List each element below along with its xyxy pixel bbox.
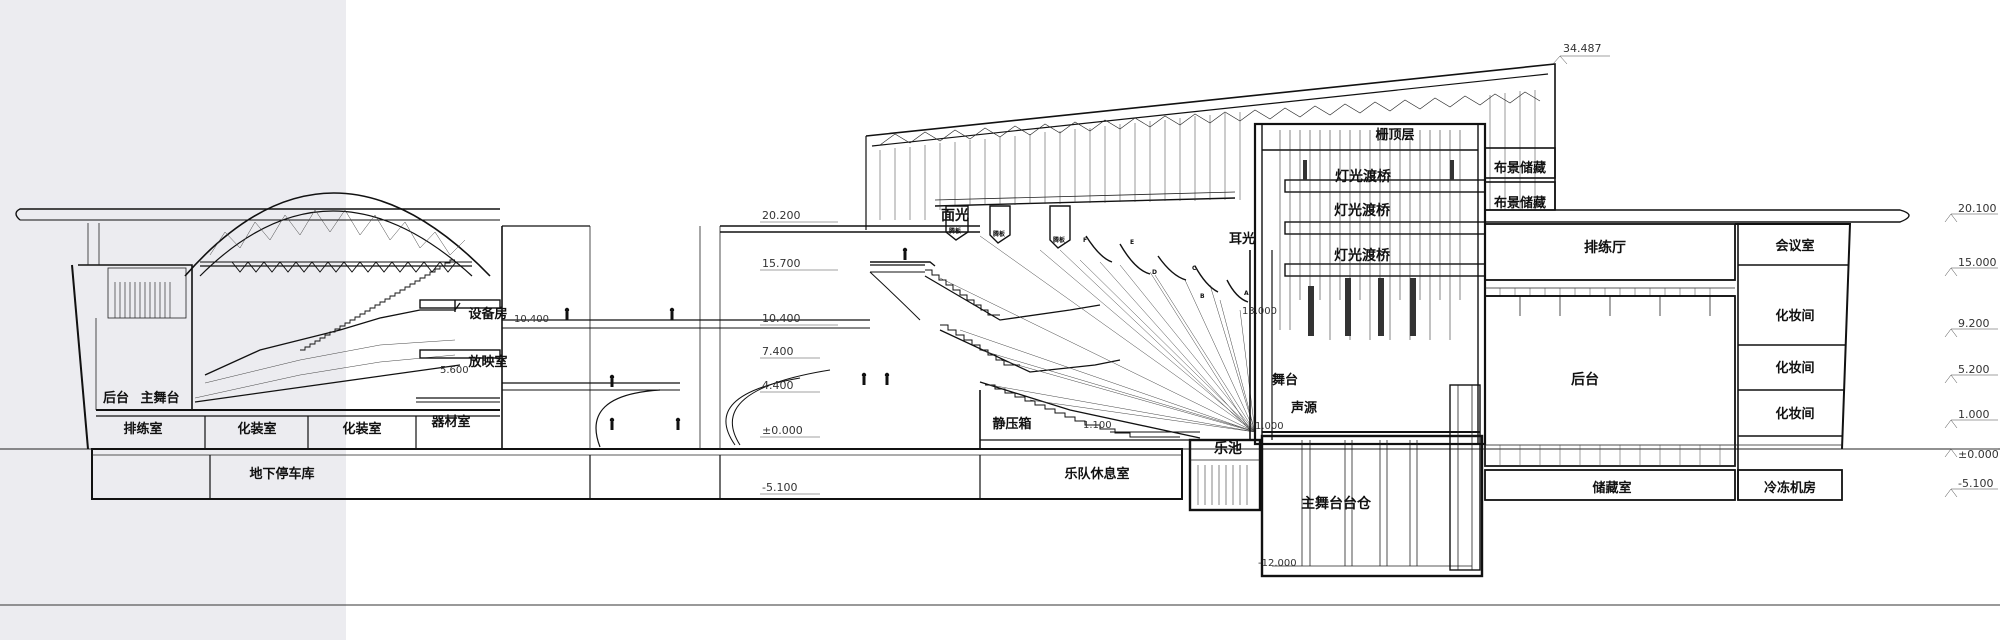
label-light-bridge-2: 灯光渡桥 [1334, 202, 1391, 219]
label-light-bridge-3: 灯光渡桥 [1334, 247, 1391, 264]
elev-inner-5: 5.600 [440, 365, 469, 376]
tag-t1: 腾板 [948, 227, 962, 235]
elev-left-0: ±0.000 [762, 424, 803, 437]
label-sound-source: 声源 [1290, 400, 1317, 416]
label-orchestra-rest: 乐队休息室 [1064, 466, 1129, 482]
tag-e: E [1130, 239, 1134, 246]
tag-d: D [1152, 269, 1157, 276]
label-equipment-room: 设备房 [468, 306, 507, 322]
elev-right-5: 5.200 [1958, 363, 1990, 376]
tag-a: A [1244, 290, 1249, 297]
label-scenery-storage-1: 布景储藏 [1494, 160, 1546, 176]
elev-right-m5: -5.100 [1958, 477, 1993, 490]
foyer-block [416, 225, 980, 449]
label-rehearsal-small: 排练室 [123, 421, 162, 437]
elev-left-4: 4.400 [762, 379, 794, 392]
stage-lift-columns [1301, 440, 1418, 566]
label-storage: 储藏室 [1591, 480, 1631, 496]
storage-hatch [1499, 445, 1721, 466]
tag-c: C [1192, 265, 1197, 272]
label-scenery-storage-2: 布景储藏 [1494, 195, 1546, 211]
left-grey-panel [0, 0, 346, 640]
label-ear-light: 耳光 [1229, 231, 1255, 247]
elevation-markers: 34.487 20.200 15.700 10.400 7.400 4.400 … [440, 42, 1999, 569]
label-forestage: 舞台 [1271, 372, 1298, 388]
sightline-rays [939, 235, 1256, 433]
label-dressing-3: 化妆间 [1775, 406, 1814, 422]
label-grid: 栅顶层 [1375, 128, 1414, 143]
label-dressing-2: 化妆间 [1775, 360, 1814, 376]
elev-left-15: 15.700 [762, 257, 801, 270]
label-light-bridge-1: 灯光渡桥 [1335, 168, 1392, 185]
elev-right-1: 1.000 [1958, 408, 1990, 421]
tag-t2: 腾板 [992, 230, 1006, 238]
arch-ceiling-zigzag [231, 261, 457, 273]
label-main-stage-left: 主舞台 [140, 390, 179, 406]
label-equipment-storage: 器材室 [430, 414, 470, 430]
label-static-box: 静压箱 [992, 416, 1031, 432]
elev-inner-13: 13.000 [1242, 306, 1277, 317]
tag-f: F [1083, 237, 1087, 244]
right-elevation-ticks [1944, 213, 1998, 498]
tag-t3: 腾板 [1052, 236, 1066, 244]
left-building [15, 192, 1183, 500]
elev-right-9: 9.200 [1958, 317, 1990, 330]
hanging-battens [1303, 160, 1454, 336]
roof-cladding-lines [879, 90, 1536, 220]
orchestra-steps [985, 384, 1180, 438]
label-stage-lift-pit: 主舞台台仓 [1301, 495, 1372, 512]
elev-left-m5: -5.100 [762, 481, 797, 494]
arch-truss [209, 209, 466, 256]
elev-inner-1: 1.100 [1083, 420, 1112, 431]
upper-balcony-steps [925, 269, 1000, 316]
label-surface-light: 面光 [941, 207, 969, 224]
left-stair-steps [300, 259, 455, 351]
label-backstage-right: 后台 [1571, 371, 1599, 388]
ceiling-tags: 腾板 腾板 腾板 F E D C B A [948, 227, 1249, 300]
label-dressing-1: 化妆间 [1775, 308, 1814, 324]
elev-top: 34.487 [1563, 42, 1602, 55]
room-labels: 排练室 化装室 化装室 主舞台 后台 设备房 放映室 器材室 地下停车库 面光 … [103, 128, 1816, 512]
label-backstage-left: 后台 [103, 390, 129, 406]
label-rehearsal-hall: 排练厅 [1584, 239, 1626, 256]
stage-curtain-hatch [114, 282, 171, 318]
label-cold-plant: 冷冻机房 [1764, 480, 1816, 496]
label-underground-parking: 地下停车库 [249, 466, 314, 482]
backstage-ceiling-hatch [1499, 288, 1711, 296]
elev-right-20: 20.100 [1958, 202, 1997, 215]
people-figures [564, 247, 908, 430]
elev-right-15: 15.000 [1958, 256, 1997, 269]
elev-left-7: 7.400 [762, 345, 794, 358]
elev-left-20: 20.200 [762, 209, 801, 222]
elev-inner-10: 10.400 [514, 314, 549, 325]
ceiling-reflectors [945, 205, 1249, 303]
elev-left-10: 10.400 [762, 312, 801, 325]
elev-inner-1b: 1.000 [1255, 421, 1284, 432]
tag-b: B [1200, 293, 1205, 300]
label-dressing-b: 化装室 [342, 421, 381, 437]
backstage-wing [1484, 147, 1910, 501]
middle-balcony-steps [940, 324, 1020, 366]
label-orchestra-pit: 乐池 [1214, 440, 1242, 457]
pit-lift-hatch [1197, 465, 1248, 505]
label-projection-room: 放映室 [467, 354, 507, 370]
elev-right-0: ±0.000 [1958, 448, 1999, 461]
label-meeting-room: 会议室 [1775, 238, 1814, 254]
elev-inner-m12: -12.000 [1258, 558, 1297, 569]
label-dressing-a: 化装室 [237, 421, 276, 437]
